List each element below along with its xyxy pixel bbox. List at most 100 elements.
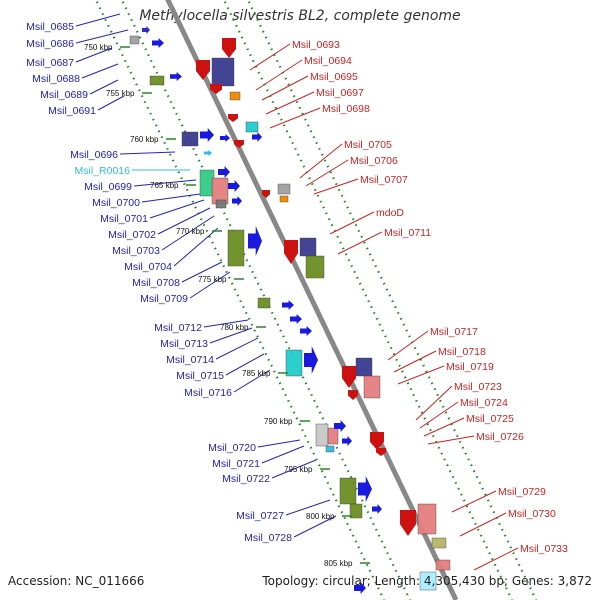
leader-Msil_0699 [133,179,197,187]
leader-Msil_0695 [261,75,309,101]
forward-gene-arrow-16 [252,132,262,142]
gene-block-49 [339,477,357,505]
forward-gene-arrow-52 [372,504,382,514]
gene-label-Msil_0704: Msil_0704 [124,261,172,273]
forward-gene-arrow-45 [342,436,352,446]
leader-Msil_0725 [423,417,465,437]
leader-Msil_0730 [459,512,507,537]
gene-label-Msil_0730: Msil_0730 [508,508,556,520]
leader-Msil_0696 [119,151,176,155]
leader-Msil_0718 [393,350,437,373]
kbp-label-8: 790 kbp [264,417,293,426]
topology-text: Topology: circular; Length: 4,305,430 bp… [262,574,592,588]
gene-label-Msil_0714: Msil_0714 [166,354,214,366]
leader-Msil_0701 [149,199,205,219]
leader-Msil_0714 [215,337,259,360]
gene-label-Msil_0722: Msil_0722 [222,473,270,485]
gene-label-Msil_0686: Msil_0686 [26,38,74,50]
leader-Msil_0691 [97,95,125,111]
gene-label-Msil_0716: Msil_0716 [184,387,232,399]
gene-label-Msil_0696: Msil_0696 [70,149,118,161]
leader-Msil_0715 [225,353,265,376]
gene-label-Msil_0702: Msil_0702 [108,229,156,241]
gene-label-Msil_0688: Msil_0688 [32,73,80,85]
leader-Msil_0688 [81,63,119,79]
gene-label-Msil_0705: Msil_0705 [344,139,392,151]
leader-Msil_0722 [271,459,317,479]
reverse-gene-arrow-11 [210,84,222,94]
gene-block-15 [245,121,259,133]
gene-block-5 [181,131,199,147]
reverse-gene-arrow-9 [196,60,210,80]
forward-gene-arrow-8 [204,150,212,156]
leader-Msil_0728 [293,515,337,538]
forward-gene-arrow-1 [152,38,164,48]
gene-label-Msil_0729: Msil_0729 [498,486,546,498]
gene-block-10 [211,57,235,87]
gene-label-Msil_0695: Msil_0695 [310,71,358,83]
leader-Msil_0716 [233,369,271,393]
gene-label-Msil_0709: Msil_0709 [140,293,188,305]
track-line-0 [94,0,385,600]
gene-label-Msil_0721: Msil_0721 [212,458,260,470]
gene-block-57 [419,571,437,591]
forward-gene-arrow-37 [300,326,312,336]
leader-Msil_0693 [249,43,291,71]
reverse-gene-arrow-48 [376,448,386,456]
leader-Msil_0727 [285,499,331,516]
leader-Msil_0689 [89,79,119,95]
forward-gene-arrow-50 [358,476,372,502]
gene-label-Msil_0703: Msil_0703 [112,245,160,257]
gene-block-35 [285,349,303,377]
forward-gene-arrow-36 [304,346,318,374]
gene-label-Msil_0727: Msil_0727 [236,510,284,522]
leader-Msil_0707 [313,178,359,195]
leader-Msil_0717 [387,330,429,361]
reverse-gene-arrow-47 [370,432,384,450]
forward-gene-arrow-28 [248,226,262,256]
kbp-label-4: 770 kbp [176,227,205,236]
map-title: Methylocella silvestris BL2, complete ge… [139,8,461,24]
leader-Msil_0719 [397,365,445,385]
gene-block-39 [355,357,373,377]
reverse-gene-arrow-24 [262,190,270,198]
gene-label-Msil_0725: Msil_0725 [466,413,514,425]
leader-Msil_0687 [75,47,113,63]
gene-label-Msil_0691: Msil_0691 [48,105,96,117]
gene-block-54 [417,503,437,535]
kbp-label-1: 755 kbp [106,89,135,98]
gene-label-Msil_0687: Msil_0687 [26,57,74,69]
kbp-label-3: 765 kbp [150,181,179,190]
gene-label-Msil_0717: Msil_0717 [430,326,478,338]
reverse-gene-arrow-14 [228,114,238,122]
gene-label-Msil_0693: Msil_0693 [292,39,340,51]
gene-label-Msil_0694: Msil_0694 [304,55,352,67]
leader-Msil_0704 [173,227,219,267]
gene-block-55 [431,537,447,549]
label-leaders [75,13,519,571]
gene-label-Msil_0715: Msil_0715 [176,370,224,382]
gene-label-Msil_0723: Msil_0723 [454,381,502,393]
accession-text: Accession: NC_011666 [8,574,145,588]
kbp-label-11: 805 kbp [324,559,353,568]
genome-backbone [165,0,459,600]
gene-block-26 [279,195,289,203]
leader-Msil_0720 [257,439,301,448]
track-line-1 [120,0,411,600]
gene-label-Msil_0701: Msil_0701 [100,213,148,225]
kbp-label-7: 785 kbp [242,369,271,378]
gene-block-58 [435,559,451,571]
gene-block-31 [305,255,325,279]
gene-label-Msil_0726: Msil_0726 [476,431,524,443]
track-line-3 [246,0,537,600]
leader-Msil_0698 [269,107,321,129]
gene-block-22 [215,199,227,209]
leader-Msil_0708 [181,261,223,283]
gene-labels: Msil_0685Msil_0686Msil_0687Msil_0688Msil… [26,21,568,555]
gene-block-27 [227,229,245,267]
kbp-label-2: 760 kbp [130,135,159,144]
gene-block-25 [277,183,291,195]
kbp-label-9: 795 kbp [284,465,313,474]
gene-block-3 [149,75,165,86]
